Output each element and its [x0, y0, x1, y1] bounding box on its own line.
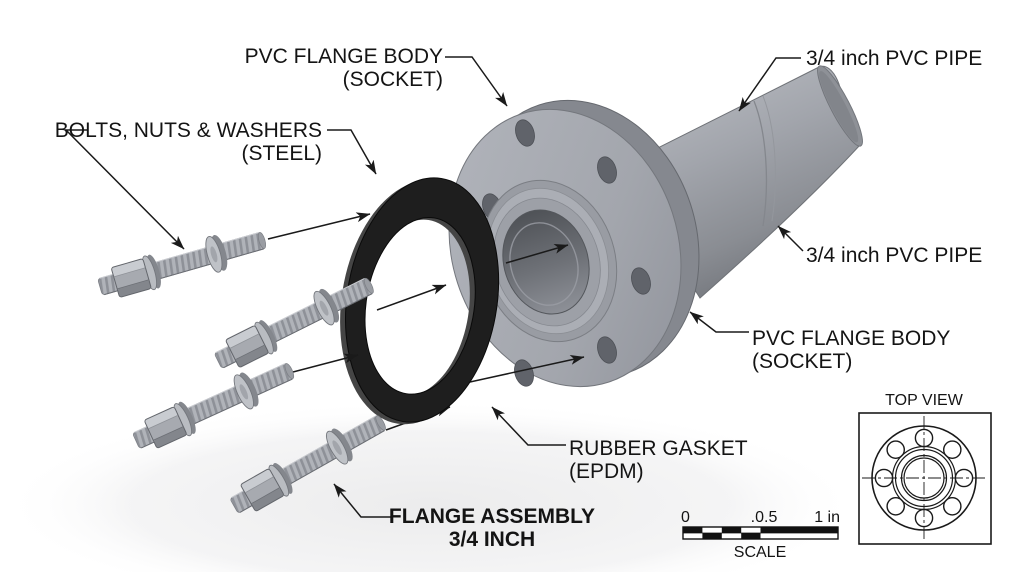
leader-rubber-gasket	[491, 406, 566, 446]
label-pvc-flange-body-top: PVC FLANGE BODY	[245, 45, 443, 68]
axis-arrow-bolt3	[292, 353, 359, 373]
label-bolts-nuts-washers-2: (STEEL)	[241, 142, 322, 165]
label-pvc-flange-body-right-2: (SOCKET)	[752, 350, 852, 373]
flange-bolt-holes	[482, 119, 651, 387]
leader-bolts-left	[64, 129, 185, 250]
floor-shading	[0, 400, 860, 572]
label-flange-assembly-2: 3/4 INCH	[449, 528, 535, 551]
label-flange-assembly: FLANGE ASSEMBLY	[389, 505, 595, 528]
axis-arrows	[267, 212, 569, 373]
bolt-1	[94, 221, 271, 306]
label-pvc-flange-body-top-2: (SOCKET)	[343, 68, 443, 91]
scale-tick-0: 0	[681, 509, 690, 526]
label-pvc-flange-body-right: PVC FLANGE BODY	[752, 327, 950, 350]
scale-tick-half: .0.5	[751, 509, 778, 526]
flange-3d	[448, 99, 700, 388]
label-pipe-right: 3/4 inch PVC PIPE	[806, 244, 982, 267]
scale-tick-1in: 1 in	[814, 509, 840, 526]
label-rubber-gasket: RUBBER GASKET	[569, 437, 748, 460]
axis-arrow-to-flange-hole	[469, 355, 585, 383]
leader-pipe-top	[738, 57, 801, 112]
top-view-inset: TOP VIEW	[858, 392, 992, 545]
leader-flange-body-top	[445, 56, 508, 107]
leader-bolts-right	[327, 129, 377, 175]
label-bolts-nuts-washers: BOLTS, NUTS & WASHERS	[55, 119, 322, 142]
axis-arrow-bolt1	[267, 212, 371, 240]
inset-title: TOP VIEW	[885, 392, 964, 409]
axis-arrow-center-gasket	[376, 284, 447, 311]
leader-flange-assembly	[333, 483, 391, 518]
leader-flange-body-right	[689, 311, 749, 333]
gasket-3d	[340, 177, 500, 425]
axis-arrow-center-bore	[505, 243, 569, 264]
scale-caption: SCALE	[734, 544, 786, 561]
leader-lines	[64, 56, 804, 518]
label-rubber-gasket-2: (EPDM)	[569, 460, 644, 483]
leader-pipe-right	[777, 225, 804, 252]
scale-bar: 0 .0.5 1 in SCALE	[681, 509, 840, 561]
label-pipe-top: 3/4 inch PVC PIPE	[806, 47, 982, 70]
